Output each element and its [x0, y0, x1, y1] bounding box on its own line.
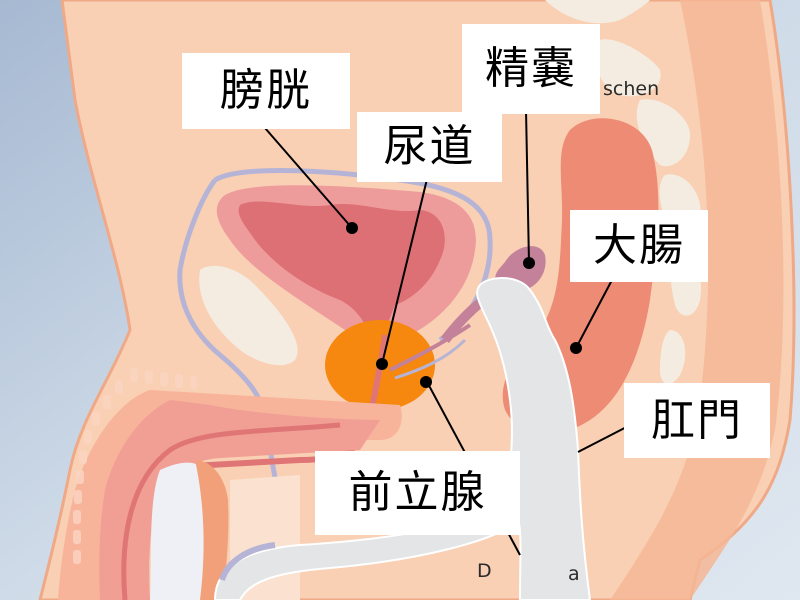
- leader-dots: [346, 222, 582, 388]
- label-large-intestine: 大腸: [570, 210, 708, 282]
- leader-seminal-vesicle: [525, 109, 530, 264]
- dot-large-intestine: [570, 342, 582, 354]
- pubic-bone: [199, 265, 298, 366]
- label-bladder: 膀胱: [182, 53, 350, 129]
- background-text-schen: schen: [603, 78, 660, 100]
- dot-bladder: [346, 222, 358, 234]
- label-seminal-vesicle: 精嚢: [462, 24, 600, 114]
- label-prostate: 前立腺: [315, 451, 520, 535]
- bladder-inner: [238, 201, 445, 350]
- label-urethra: 尿道: [357, 112, 502, 182]
- dot-seminal-vesicle: [523, 257, 535, 269]
- penis-ribs: [73, 368, 197, 564]
- background-text-a: a: [568, 563, 580, 585]
- leader-urethra: [381, 174, 429, 365]
- dot-urethra: [376, 358, 388, 370]
- dot-prostate: [420, 376, 432, 388]
- label-anus: 肛門: [624, 383, 770, 458]
- background-text-d: D: [477, 560, 492, 582]
- penis-gap: [150, 462, 213, 600]
- vas-deferens: [177, 178, 303, 561]
- leader-bladder: [264, 127, 353, 229]
- leader-large-intestine: [575, 279, 613, 349]
